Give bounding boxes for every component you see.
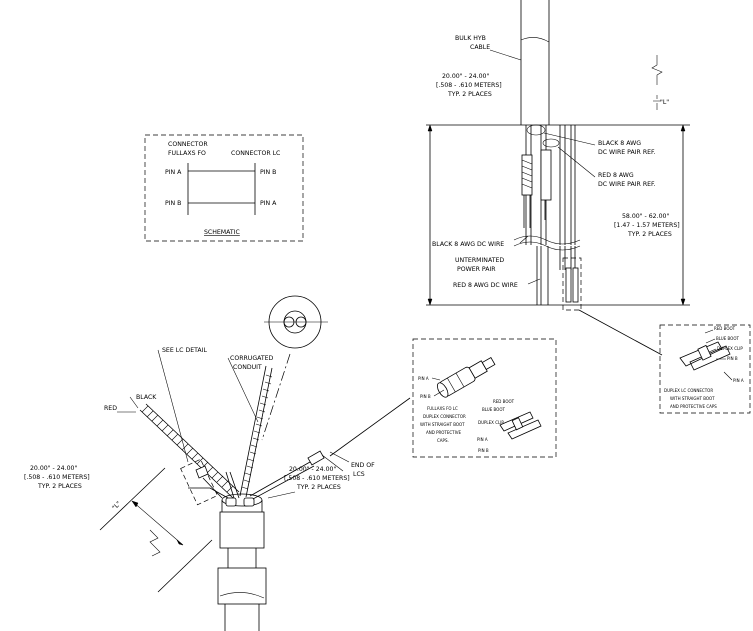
cable-dim-right-1: 58.00" - 62.00" (622, 213, 669, 220)
fo-pin-a2: PIN A (477, 437, 488, 442)
lc-caption-1: DUPLEX LC CONNECTOR (664, 388, 713, 393)
end-of-lcs-label: END OF (351, 462, 375, 469)
bulk-cable-label: BULK HYB (455, 35, 486, 42)
lc-pin-a: PIN A (733, 378, 744, 383)
black-wire-ref-label: BLACK 8 AWG (598, 140, 641, 147)
fo-caption-1: FULLAXS FO LC (427, 406, 458, 411)
end-of-lcs-label-2: LCs (353, 471, 365, 478)
dim-mid-1: 20.00" - 24.00" (289, 466, 336, 473)
cable-dim-top-3: TYP. 2 PLACES (447, 91, 492, 98)
lc-caption-2: WITH STRAIGHT BOOT (670, 396, 715, 401)
lc-detail-box: RED BOOT BLUE BOOT DUPLEX CLIP PIN B PIN… (659, 324, 751, 414)
black-dc-wire-label: BLACK 8 AWG DC WIRE (432, 241, 504, 248)
assembly-l-label: "L" (111, 500, 123, 512)
cross-section (261, 295, 328, 441)
black-conduit (188, 471, 240, 499)
cable-dim-right-2: [1.47 - 1.57 METERS] (614, 222, 680, 229)
schematic-connector-lc-label: CONNECTOR LC (231, 150, 280, 157)
fo-pin-a: PIN A (418, 376, 429, 381)
schematic-block: CONNECTOR FULLAXS FO CONNECTOR LC PIN A … (144, 134, 304, 242)
fo-pin-b: PIN B (420, 394, 431, 399)
fo-red-boot: RED BOOT (493, 399, 515, 404)
fo-caption-3: WITH STRAIGHT BOOT (420, 422, 465, 427)
center-conduit (239, 365, 273, 498)
fo-detail-box: PIN A PIN B RED BOOT BLUE BOOT DUPLEX CL… (412, 338, 557, 458)
cable-dim-top-2: [.508 - .610 METERS] (436, 82, 502, 89)
cable-dim-top-1: 20.00" - 24.00" (442, 73, 489, 80)
assembly-red-label: RED (104, 405, 117, 412)
bulk-cable-label-2: CABLE (470, 44, 490, 51)
dim-left-3: TYP. 2 PLACES (37, 483, 82, 490)
fo-caption-4: AND PROTECTIVE (426, 430, 462, 435)
schematic-pin-a-left: PIN A (165, 169, 182, 176)
cable-side-view: "L" BULK HYB CABLE 20.00" - 24.00" [.508… (426, 0, 690, 356)
main-assembly: "L" RED BLACK SEE LC DETAIL CORRUGATED C… (24, 347, 411, 631)
unterminated-label: UNTERMINATED (455, 257, 504, 264)
schematic-pin-a-right: PIN A (260, 200, 277, 207)
lc-blue-boot: BLUE BOOT (716, 336, 739, 341)
lc-pin-b: PIN B (727, 356, 738, 361)
fo-duplex-clip: DUPLEX CLIP (478, 420, 504, 425)
unterminated-label-2: POWER PAIR (457, 266, 496, 273)
lc-red-boot: RED BOOT (714, 326, 736, 331)
corrugated-label-2: CONDUIT (233, 364, 262, 371)
schematic-title: SCHEMATIC (204, 229, 240, 236)
schematic-pin-b-right: PIN B (260, 169, 276, 176)
lc-caption-3: AND PROTECTIVE CAPS (670, 404, 717, 409)
black-wire-ref-label-2: DC WIRE PAIR REF. (598, 149, 656, 156)
fo-caption-5: CAPS. (437, 438, 449, 443)
schematic-connector-fo-label-2: FULLAXS FO (168, 150, 206, 157)
lc-duplex-clip: DUPLEX CLIP (717, 346, 743, 351)
fo-pin-b2: PIN B (478, 448, 489, 453)
red-wire-ref-label-2: DC WIRE PAIR REF. (598, 181, 656, 188)
dim-left-2: [.508 - .610 METERS] (24, 474, 90, 481)
cable-l-label: "L" (660, 99, 669, 106)
cable-dim-right-3: TYP. 2 PLACES (627, 231, 672, 238)
dim-left-1: 20.00" - 24.00" (30, 465, 77, 472)
red-conduit (139, 403, 240, 499)
red-dc-wire-label: RED 8 AWG DC WIRE (453, 282, 518, 289)
schematic-pin-b-left: PIN B (165, 200, 181, 207)
assembly-black-label: BLACK (136, 394, 157, 401)
fo-blue-boot: BLUE BOOT (482, 407, 505, 412)
dim-mid-3: TYP. 2 PLACES (296, 484, 341, 491)
fo-caption-2: DUPLEX CONNECTOR (423, 414, 466, 419)
schematic-connector-fo-label: CONNECTOR (168, 141, 208, 148)
red-wire-ref-label: RED 8 AWG (598, 172, 634, 179)
see-lc-detail-label: SEE LC DETAIL (162, 347, 207, 354)
corrugated-label: CORRUGATED (230, 355, 274, 362)
dim-mid-2: [.508 - .610 METERS] (284, 475, 350, 482)
